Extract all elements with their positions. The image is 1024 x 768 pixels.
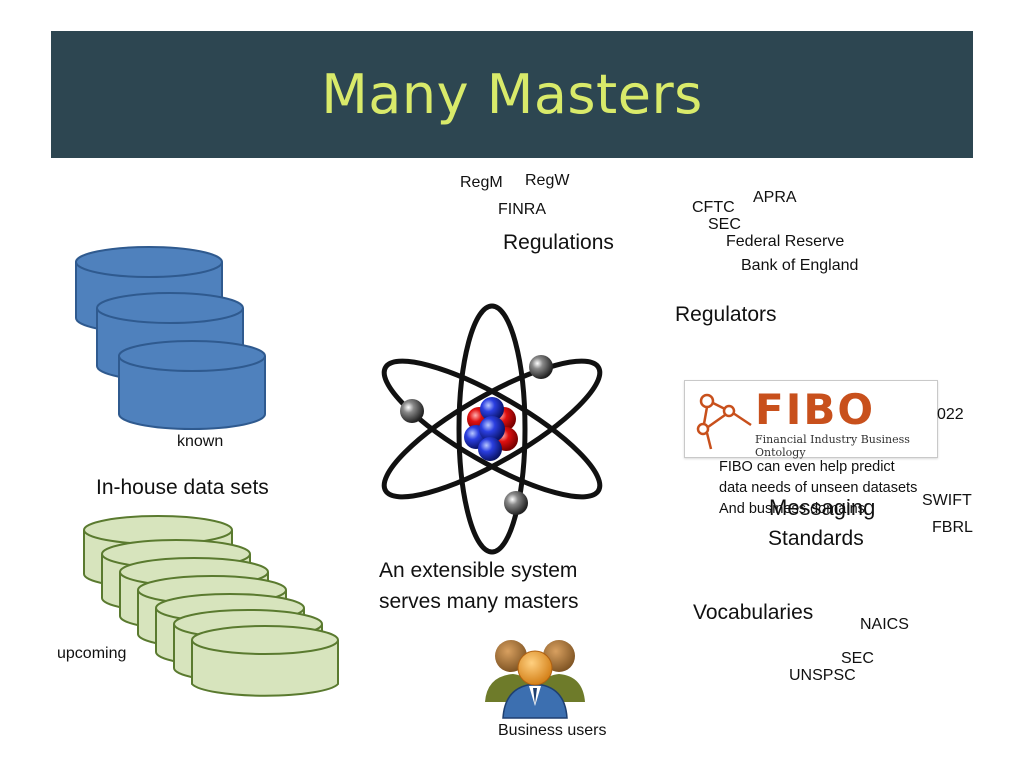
fibo-logo-subtitle: Financial Industry Business Ontology [755, 433, 910, 459]
regulations-heading: Regulations [503, 231, 614, 254]
center-caption-line2: serves many masters [379, 590, 579, 613]
business-users-label: Business users [498, 722, 607, 739]
center-caption-line1: An extensible system [379, 559, 578, 582]
fibo-logo: FIBO Financial Industry Business Ontolog… [684, 380, 938, 459]
regulator-cftc: CFTC [692, 199, 735, 216]
regulation-regw: RegW [525, 172, 570, 189]
vocabulary-sec: SEC [841, 650, 874, 667]
fibo-logo-text: FIBO [755, 385, 876, 434]
messaging-swift: SWIFT [922, 492, 972, 509]
known-label: known [177, 433, 224, 450]
slide-title: Many Masters [321, 63, 703, 126]
messaging-heading-line1: Messaging [769, 495, 876, 520]
fibo-partial-label: 022 [937, 406, 964, 423]
regulation-finra: FINRA [498, 201, 546, 218]
regulator-apra: APRA [753, 189, 797, 206]
vocabulary-naics: NAICS [860, 616, 909, 633]
fibo-note-line3: And business domains [719, 501, 865, 517]
regulation-regm: RegM [460, 174, 503, 191]
regulators-heading: Regulators [675, 303, 777, 326]
messaging-heading-line2: Standards [768, 527, 864, 550]
database-icon [83, 515, 339, 697]
title-bar: Many Masters [51, 31, 973, 158]
fibo-note-line2: data needs of unseen datasets [719, 480, 918, 496]
business-users-icon [485, 640, 585, 719]
atom-icon [381, 303, 603, 555]
regulator-sec: SEC [708, 216, 741, 233]
database-icon [75, 246, 266, 430]
regulator-bank-of-england: Bank of England [741, 257, 859, 274]
vocabularies-heading: Vocabularies [693, 601, 814, 624]
vocabulary-unspsc: UNSPSC [789, 667, 856, 684]
inhouse-heading: In-house data sets [96, 476, 269, 499]
upcoming-label: upcoming [57, 645, 127, 662]
regulator-federal-reserve: Federal Reserve [726, 233, 845, 250]
messaging-fbrl: FBRL [932, 519, 973, 536]
fibo-network-icon [696, 393, 752, 450]
fibo-note-line1: FIBO can even help predict [719, 459, 895, 475]
